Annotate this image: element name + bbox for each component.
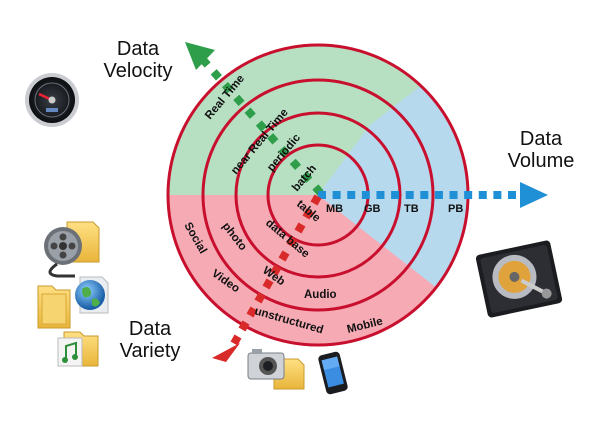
- ring-third: [201, 78, 435, 312]
- volume-arrow-dash: [478, 191, 487, 199]
- variety-arrow-dash: [302, 208, 314, 220]
- smartphone-icon: [318, 351, 348, 395]
- velocity-arrow-dash: [244, 107, 256, 119]
- velocity-arrow-dash: [210, 69, 222, 81]
- ring-second: [234, 111, 402, 279]
- volume-title: Data Volume: [496, 128, 586, 172]
- velocity-title-line1: Data: [116, 38, 160, 60]
- volume-arrow-dash: [420, 191, 429, 199]
- camera-icon: [247, 349, 305, 390]
- variety-title: Data Variety: [110, 318, 190, 362]
- variety-arrow-head: [212, 343, 240, 362]
- variety-arrow-dash: [286, 236, 298, 248]
- velocity-arrow-dash: [289, 158, 302, 171]
- variety-arrow-dash: [246, 306, 258, 318]
- variety-arrow-dash: [310, 194, 322, 206]
- speedometer-icon: [25, 73, 79, 127]
- volume-arrow-dash: [361, 191, 370, 199]
- volume-arrow-dash: [508, 191, 516, 199]
- volume-arrow-dash: [434, 191, 443, 199]
- variety-arrow-dash: [230, 334, 242, 346]
- volume-arrow-dash: [464, 191, 473, 199]
- velocity-title-line2: Velocity: [103, 60, 173, 82]
- variety-arrow: [212, 194, 322, 362]
- volume-arrow-dash: [449, 191, 458, 199]
- velocity-arrow-dash: [267, 133, 279, 145]
- volume-arrow-dash: [318, 191, 326, 199]
- variety-title-line1: Data: [128, 318, 172, 340]
- folder-icon: [37, 285, 71, 329]
- variety-arrow-dash: [238, 320, 250, 332]
- velocity-arrow-dash: [233, 94, 245, 107]
- variety-arrow-dash: [270, 264, 282, 276]
- volume-arrow-head: [520, 182, 548, 208]
- variety-arrow-dash: [254, 292, 266, 304]
- music-file-icon: [57, 331, 99, 367]
- volume-arrow-dash: [347, 191, 356, 199]
- variety-arrow-dash: [262, 278, 274, 290]
- velocity-arrow-dash: [221, 81, 234, 94]
- volume-label-mb: MB: [326, 203, 343, 215]
- velocity-arrow-dash: [301, 171, 313, 183]
- velocity-arrow-dash: [278, 145, 290, 158]
- volume-arrow-dash: [332, 191, 341, 199]
- volume-sector-lower: [318, 195, 468, 345]
- volume-label-gb: GB: [364, 203, 381, 215]
- variety-label-audio: Audio: [304, 289, 337, 301]
- volume-arrow-dash: [493, 191, 502, 199]
- film-reel-icon: [44, 221, 100, 278]
- variety-arrow-dash: [278, 250, 290, 262]
- velocity-arrow: [185, 42, 324, 196]
- volume-arrow-dash: [376, 191, 385, 199]
- volume-label-tb: TB: [404, 203, 419, 215]
- variety-arrow-dash: [294, 222, 306, 234]
- volume-title-line1: Data: [519, 128, 563, 150]
- volume-arrow-dash: [405, 191, 414, 199]
- globe-icon: [75, 276, 109, 314]
- volume-title-line2: Volume: [507, 150, 575, 172]
- velocity-arrow-head: [185, 42, 215, 70]
- hard-drive-icon: [475, 240, 563, 318]
- volume-label-pb: PB: [448, 203, 463, 215]
- velocity-title: Data Velocity: [98, 38, 178, 82]
- volume-arrow: [318, 182, 548, 208]
- variety-title-line2: Variety: [119, 340, 181, 362]
- volume-arrow-dash: [391, 191, 400, 199]
- velocity-arrow-dash: [255, 120, 268, 132]
